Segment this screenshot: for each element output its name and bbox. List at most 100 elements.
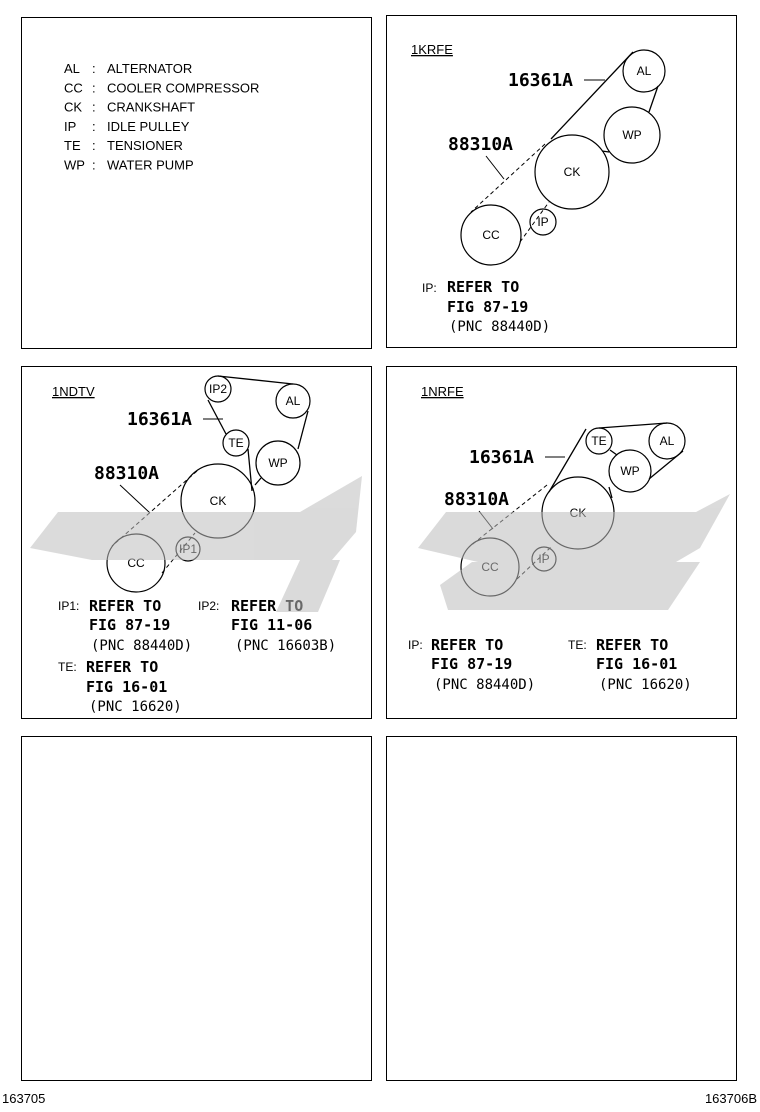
panel-1krfe: 1KRFE AL WP CK CC IP 16361A 88310A IP: R…	[386, 15, 737, 348]
part-number: 88310A	[448, 134, 513, 155]
diagram-1ndtv: 1NDTV IP2 AL TE WP CK CC IP1 16361A 8831…	[52, 375, 336, 715]
legend-name: WATER PUMP	[107, 158, 194, 173]
part-number: 88310A	[94, 463, 159, 484]
pulley-label: WP	[622, 128, 641, 142]
pulley-label: CC	[127, 556, 145, 570]
note-text: FIG 16-01	[86, 678, 167, 696]
legend-code: IP	[64, 119, 76, 134]
pulley-label: CK	[564, 165, 581, 179]
pulley-wp	[608, 449, 652, 493]
pulley-label: IP1	[179, 542, 197, 556]
note-prefix: IP:	[422, 281, 437, 295]
legend-name: COOLER COMPRESSOR	[107, 80, 259, 95]
belt-16361a	[598, 422, 668, 429]
panel-1nrfe: 1NRFE TE AL WP CK CC IP 16361A 88310A IP…	[386, 366, 737, 719]
belt-88310a	[519, 201, 550, 243]
pulley-cc	[460, 204, 522, 266]
legend-separator: :	[92, 61, 96, 76]
empty-panel-right	[386, 736, 737, 1081]
diagram-1krfe: 1KRFE AL WP CK CC IP 16361A 88310A IP: R…	[411, 42, 666, 335]
note-text: FIG 87-19	[431, 655, 512, 673]
note-text: FIG 11-06	[231, 616, 312, 634]
belt-16361a	[550, 51, 634, 140]
note-text: REFER TO	[231, 597, 303, 615]
pulley-label: AL	[286, 394, 301, 408]
note-prefix: IP:	[408, 638, 423, 652]
leader-line	[478, 510, 494, 530]
legend-name: TENSIONER	[107, 138, 183, 153]
note-pnc: (PNC 16603B)	[235, 638, 336, 654]
pulley-label: CK	[570, 506, 587, 520]
leader-line	[119, 484, 151, 514]
pulley-label: CC	[481, 560, 499, 574]
legend-list: AL: ALTERNATOR CC: COOLER COMPRESSOR CK: CRAN…	[64, 61, 259, 173]
pulley-wp	[603, 106, 661, 164]
legend-separator: :	[92, 138, 96, 153]
note-text: REFER TO	[431, 636, 503, 654]
belt-16361a	[217, 375, 294, 385]
note-pnc: (PNC 16620)	[599, 677, 692, 693]
pulley-label: AL	[660, 434, 675, 448]
note-text: FIG 87-19	[89, 616, 170, 634]
leader-line	[485, 155, 505, 180]
belt-16361a	[254, 477, 262, 486]
pulley-label: WP	[620, 464, 639, 478]
diagram-1nrfe: 1NRFE TE AL WP CK CC IP 16361A 88310A IP…	[408, 384, 692, 693]
pulley-te	[222, 429, 250, 457]
pulley-ip	[529, 208, 557, 236]
note-prefix: TE:	[568, 638, 587, 652]
engine-title: 1NDTV	[52, 384, 95, 399]
note-text: FIG 16-01	[596, 655, 677, 673]
legend-code: CC	[64, 80, 83, 95]
note-prefix: IP1:	[58, 599, 79, 613]
legend-separator: :	[92, 80, 96, 95]
legend-code: TE	[64, 138, 81, 153]
note-pnc: (PNC 16620)	[89, 699, 182, 715]
pulley-label: CC	[482, 228, 500, 242]
legend-name: ALTERNATOR	[107, 61, 192, 76]
note-text: REFER TO	[596, 636, 668, 654]
note-text: REFER TO	[447, 278, 519, 296]
belt-88310a	[470, 143, 546, 213]
note-pnc: (PNC 88440D)	[434, 677, 535, 693]
pulley-label: TE	[591, 434, 606, 448]
belt-16361a	[609, 449, 618, 456]
legend-separator: :	[92, 158, 96, 173]
part-number: 16361A	[127, 409, 192, 430]
belt-16361a	[548, 428, 587, 493]
pulley-label: WP	[268, 456, 287, 470]
legend-separator: :	[92, 119, 96, 134]
belt-16361a	[297, 410, 309, 450]
legend-code: AL	[64, 61, 80, 76]
pulley-label: IP2	[209, 382, 227, 396]
pulley-label: AL	[637, 64, 652, 78]
belt-16361a	[207, 399, 227, 435]
legend-code: CK	[64, 100, 82, 115]
belt-16361a	[648, 85, 659, 113]
part-number: 16361A	[508, 70, 573, 91]
legend-name: CRANKSHAFT	[107, 100, 195, 115]
pulley-label: IP	[538, 552, 549, 566]
note-text: FIG 87-19	[447, 298, 528, 316]
legend-name: IDLE PULLEY	[107, 119, 190, 134]
figure-id-right: 163706B	[704, 1091, 757, 1106]
belt-16361a	[247, 448, 253, 492]
part-number: 88310A	[444, 489, 509, 510]
belt-16361a	[601, 150, 610, 153]
note-pnc: (PNC 88440D)	[449, 319, 550, 335]
engine-title: 1KRFE	[411, 42, 453, 57]
note-pnc: (PNC 88440D)	[91, 638, 192, 654]
belt-16361a	[648, 450, 684, 480]
empty-panel-left	[21, 736, 372, 1081]
part-number: 16361A	[469, 447, 534, 468]
legend-panel: AL: ALTERNATOR CC: COOLER COMPRESSOR CK: CRAN…	[21, 17, 372, 349]
pulley-label: IP	[537, 215, 548, 229]
note-text: REFER TO	[89, 597, 161, 615]
pulley-label: CK	[210, 494, 227, 508]
pulley-label: TE	[228, 436, 243, 450]
legend-separator: :	[92, 100, 96, 115]
note-prefix: TE:	[58, 660, 77, 674]
note-text: REFER TO	[86, 658, 158, 676]
note-prefix: IP2:	[198, 599, 219, 613]
legend-svg: AL: ALTERNATOR CC: COOLER COMPRESSOR CK: CRAN…	[64, 61, 259, 173]
